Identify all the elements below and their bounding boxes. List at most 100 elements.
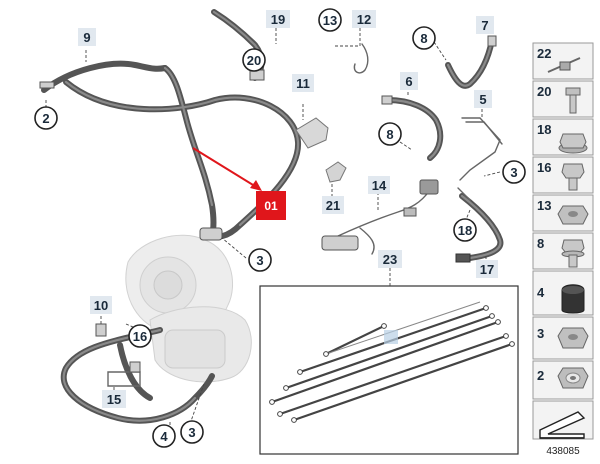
callout-7: 7 <box>476 16 494 34</box>
highlight-arrow <box>192 147 262 191</box>
cable-6 <box>381 95 444 161</box>
callout-7-label: 7 <box>481 18 488 33</box>
callout-4: 4 <box>152 424 176 448</box>
cable-17 <box>455 187 504 263</box>
panel-item-16: 16 <box>532 156 594 194</box>
callout-8a-label: 8 <box>420 31 427 46</box>
part-14 <box>321 179 439 255</box>
panel-item-4: 4 <box>532 270 594 316</box>
hardware-panel: 22 20 18 16 <box>532 42 594 457</box>
callout-10: 10 <box>90 296 112 314</box>
callout-9-label: 9 <box>83 30 90 45</box>
callout-21-label: 21 <box>326 198 340 213</box>
bolt-with-washer-icon <box>561 239 585 268</box>
callout-17: 17 <box>476 260 498 278</box>
callout-14: 14 <box>368 176 390 194</box>
rubber-cap-icon <box>561 284 585 314</box>
callout-9: 9 <box>78 28 96 46</box>
panel-item-8-label: 8 <box>537 236 544 251</box>
callout-3a-label: 3 <box>510 165 517 180</box>
panel-item-18-label: 18 <box>537 122 551 137</box>
reference-number: 438085 <box>546 446 580 457</box>
callout-23: 23 <box>378 250 402 268</box>
hex-nut-icon <box>557 205 589 225</box>
cable-15 <box>60 327 215 424</box>
callout-5: 5 <box>474 90 492 108</box>
panel-item-4-label: 4 <box>537 285 545 300</box>
callout-23-label: 23 <box>383 252 397 267</box>
kit-23-box <box>259 268 519 455</box>
cable-5 <box>459 117 503 181</box>
callout-8a: 8 <box>412 26 436 50</box>
panel-item-18: 18 <box>532 118 594 156</box>
cable-19 <box>211 9 265 81</box>
callout-3c: 3 <box>180 420 204 444</box>
callouts: 9 19 13 12 7 8 20 11 6 5 2 8 3 21 14 18 … <box>34 8 526 448</box>
panel-item-22-label: 22 <box>537 46 551 61</box>
part-21 <box>325 161 347 183</box>
kit-23-bars <box>269 301 515 423</box>
hex-bolt-icon <box>561 163 585 191</box>
leader-lines <box>45 28 501 430</box>
callout-21: 21 <box>322 196 344 214</box>
panel-item-2-label: 2 <box>537 368 544 383</box>
callout-3c-label: 3 <box>188 425 195 440</box>
callout-11-label: 11 <box>296 76 310 91</box>
part-10 <box>95 323 107 337</box>
highlight-badge: 01 <box>256 191 286 220</box>
callout-3b: 3 <box>248 248 272 272</box>
arrow-symbol-icon <box>539 411 586 439</box>
callout-8b-label: 8 <box>386 127 393 142</box>
callout-5-label: 5 <box>479 92 486 107</box>
callout-16: 16 <box>128 324 152 348</box>
callout-19-label: 19 <box>271 12 285 27</box>
callout-14-label: 14 <box>372 178 387 193</box>
panel-item-13: 13 <box>532 194 594 232</box>
callout-11: 11 <box>292 74 314 92</box>
panel-item-2: 2 <box>532 360 594 400</box>
cage-nut-icon <box>557 327 589 349</box>
cable-7 <box>445 35 497 89</box>
callout-13-label: 13 <box>323 13 337 28</box>
self-locking-nut-icon <box>557 367 589 389</box>
panel-item-20-label: 20 <box>537 84 551 99</box>
callout-19: 19 <box>266 10 290 28</box>
callout-8b: 8 <box>378 122 402 146</box>
callout-12: 12 <box>352 10 376 28</box>
callout-15: 15 <box>102 390 126 408</box>
callout-13: 13 <box>318 8 342 32</box>
callout-15-label: 15 <box>107 392 121 407</box>
callout-2-label: 2 <box>42 111 49 126</box>
callout-10-label: 10 <box>94 298 108 313</box>
panel-item-3: 3 <box>532 316 594 360</box>
terminal-clip-icon <box>559 61 571 71</box>
part-11 <box>295 104 329 149</box>
part-12 <box>335 43 369 74</box>
alternator-illustration <box>125 234 252 383</box>
callout-6-label: 6 <box>405 74 412 89</box>
callout-2: 2 <box>34 106 58 130</box>
flange-nut-icon <box>558 133 588 154</box>
bolt-icon <box>565 87 581 114</box>
callout-12-label: 12 <box>357 12 371 27</box>
panel-arrow-box <box>532 400 594 440</box>
panel-item-20: 20 <box>532 80 594 118</box>
callout-17-label: 17 <box>480 262 494 277</box>
panel-item-13-label: 13 <box>537 198 551 213</box>
callout-4-label: 4 <box>160 429 168 444</box>
panel-item-8: 8 <box>532 232 594 270</box>
callout-18-label: 18 <box>458 223 472 238</box>
panel-item-22: 22 <box>532 42 594 80</box>
callout-6: 6 <box>400 72 418 90</box>
callout-3a: 3 <box>502 160 526 184</box>
panel-item-3-label: 3 <box>537 326 544 341</box>
cable-9 <box>39 60 302 241</box>
callout-16-label: 16 <box>133 329 147 344</box>
highlight-badge-label: 01 <box>264 199 278 213</box>
callout-20-label: 20 <box>247 53 261 68</box>
part-16-nut <box>129 361 141 373</box>
callout-18: 18 <box>453 218 477 242</box>
callout-20: 20 <box>242 48 266 72</box>
callout-3b-label: 3 <box>256 253 263 268</box>
